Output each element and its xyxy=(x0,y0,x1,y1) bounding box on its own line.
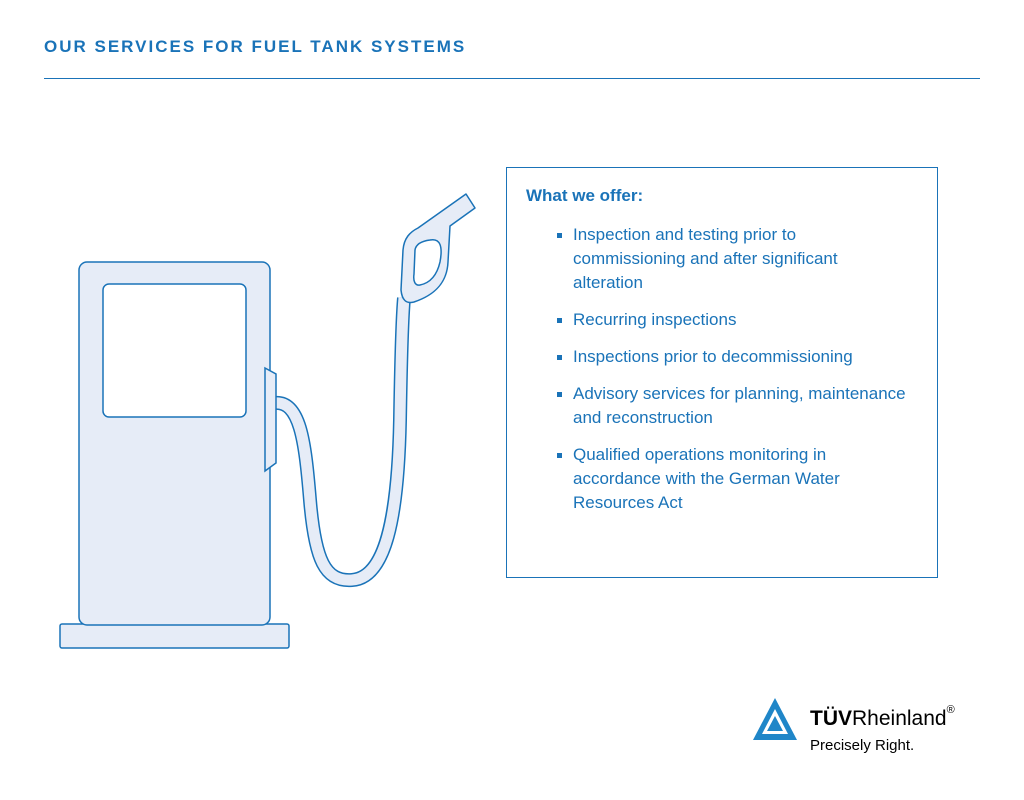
bullet-icon xyxy=(557,392,562,397)
page-title: OUR SERVICES FOR FUEL TANK SYSTEMS xyxy=(44,37,467,56)
offer-list-item: Inspection and testing prior to commissi… xyxy=(557,223,907,295)
offer-item-text: Inspections prior to decommissioning xyxy=(573,347,853,366)
pump-nozzle-handle xyxy=(413,238,442,286)
bullet-icon xyxy=(557,355,562,360)
offer-list-item: Qualified operations monitoring in accor… xyxy=(557,443,907,515)
offer-item-text: Qualified operations monitoring in accor… xyxy=(573,445,840,512)
logo-registered-mark: ® xyxy=(946,704,955,716)
offer-heading: What we offer: xyxy=(526,186,644,205)
pump-display xyxy=(102,283,247,418)
pump-base xyxy=(59,623,290,649)
brand-logo: TÜVRheinland® Precisely Right. xyxy=(752,697,992,767)
offer-list-item: Recurring inspections xyxy=(557,308,907,332)
offer-item-text: Inspection and testing prior to commissi… xyxy=(573,225,838,292)
pump-hose-inner xyxy=(273,297,410,586)
offer-list-item: Inspections prior to decommissioning xyxy=(557,345,907,369)
bullet-icon xyxy=(557,318,562,323)
offer-list-item: Advisory services for planning, maintena… xyxy=(557,382,907,430)
logo-wordmark: TÜVRheinland® xyxy=(810,704,955,731)
offer-item-text: Advisory services for planning, maintena… xyxy=(573,384,906,427)
title-divider xyxy=(44,78,980,79)
triangle-logo-icon xyxy=(753,698,797,740)
logo-tagline: Precisely Right. xyxy=(810,737,915,754)
offer-item-text: Recurring inspections xyxy=(573,310,737,329)
logo-brand-regular: Rheinland xyxy=(852,707,947,730)
bullet-icon xyxy=(557,233,562,238)
bullet-icon xyxy=(557,453,562,458)
offer-list: Inspection and testing prior to commissi… xyxy=(557,223,907,528)
pump-holder xyxy=(264,366,277,473)
logo-brand-bold: TÜV xyxy=(810,707,852,730)
offer-box: What we offer: Inspection and testing pr… xyxy=(506,167,938,578)
